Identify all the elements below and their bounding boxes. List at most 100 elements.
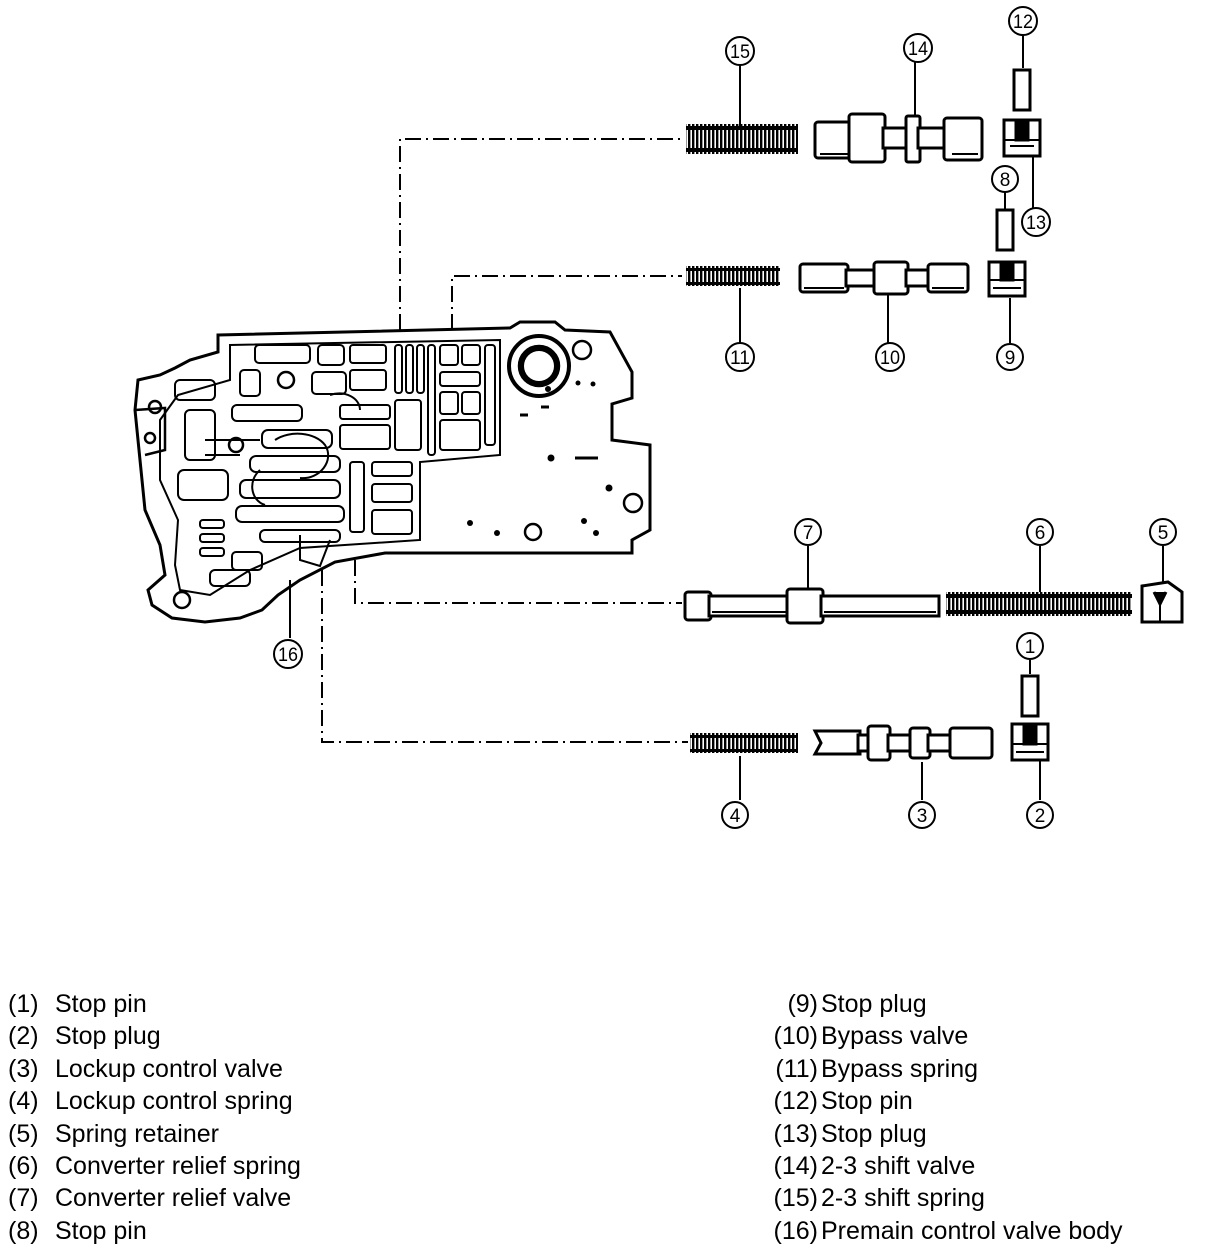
- callout-16: 16: [273, 639, 303, 669]
- legend-label: Premain control valve body: [821, 1216, 1123, 1245]
- valve-7: [683, 587, 941, 625]
- legend-number: (2): [8, 1022, 39, 1051]
- legend-number: (13): [773, 1119, 818, 1148]
- svg-text:6: 6: [1035, 523, 1046, 544]
- legend-number: (4): [8, 1087, 39, 1116]
- callout-15: 15: [725, 36, 755, 66]
- svg-text:3: 3: [917, 806, 928, 827]
- svg-text:2: 2: [1035, 806, 1046, 827]
- legend-item-15: (15)2-3 shift spring: [756, 1182, 1123, 1214]
- leader-lines: [289, 34, 1164, 800]
- svg-text:14: 14: [908, 39, 928, 60]
- legend-label: Converter relief valve: [55, 1184, 292, 1213]
- legend-item-13: (13)Stop plug: [756, 1118, 1123, 1150]
- stop-plug-2: [1010, 722, 1050, 762]
- legend-label: Lockup control spring: [55, 1087, 293, 1116]
- spring-11: [686, 266, 780, 286]
- legend-right-column: (9)Stop plug (10)Bypass valve (11)Bypass…: [756, 988, 1123, 1247]
- svg-text:5: 5: [1158, 523, 1169, 544]
- legend-item-4: (4) Lockup control spring: [8, 1085, 301, 1117]
- legend-number: (12): [773, 1087, 818, 1116]
- legend-item-5: (5) Spring retainer: [8, 1118, 301, 1150]
- legend-item-14: (14)2-3 shift valve: [756, 1150, 1123, 1182]
- svg-text:1: 1: [1025, 637, 1036, 658]
- stop-pin-12: [1012, 68, 1032, 112]
- callout-12: 12: [1008, 6, 1038, 36]
- valve-14: [813, 112, 984, 164]
- callout-7: 7: [794, 518, 822, 546]
- svg-text:9: 9: [1005, 348, 1016, 369]
- legend-number: (6): [8, 1152, 39, 1181]
- callout-5: 5: [1149, 518, 1177, 546]
- legend-number: (1): [8, 990, 39, 1018]
- callout-13: 13: [1021, 207, 1051, 237]
- svg-text:10: 10: [880, 348, 900, 369]
- callout-9: 9: [996, 343, 1024, 371]
- legend-item-11: (11)Bypass spring: [756, 1053, 1123, 1085]
- legend-item-16: (16)Premain control valve body: [756, 1215, 1123, 1247]
- legend-label: Lockup control valve: [55, 1054, 283, 1083]
- callout-10: 10: [875, 342, 905, 372]
- callout-4: 4: [721, 801, 749, 829]
- callout-3: 3: [908, 801, 936, 829]
- callout-2: 2: [1026, 801, 1054, 829]
- legend-number: (3): [8, 1054, 39, 1083]
- svg-text:15: 15: [730, 42, 750, 63]
- valve-body-channels: [174, 344, 496, 587]
- legend-number: (16): [773, 1216, 818, 1245]
- svg-text:16: 16: [278, 645, 298, 666]
- svg-text:4: 4: [730, 806, 741, 827]
- legend-label: Converter relief spring: [55, 1152, 301, 1181]
- legend-label: Stop pin: [55, 1216, 147, 1245]
- legend-number: (10): [773, 1022, 818, 1051]
- legend-label: 2-3 shift spring: [821, 1184, 985, 1213]
- legend-number: (8): [8, 1216, 39, 1245]
- callout-14: 14: [903, 33, 933, 63]
- stop-pin-1: [1020, 674, 1040, 718]
- legend-label: Stop plug: [821, 990, 927, 1018]
- spring-15: [686, 124, 798, 154]
- legend-label: Bypass spring: [821, 1054, 979, 1083]
- valve-10: [798, 260, 970, 296]
- callout-6: 6: [1026, 518, 1054, 546]
- legend-number: (9): [787, 990, 818, 1018]
- legend-item-9: (9)Stop plug: [756, 988, 1123, 1020]
- stop-plug-9: [987, 260, 1027, 298]
- legend-label: Stop pin: [821, 1087, 913, 1116]
- legend-label: Stop pin: [55, 990, 147, 1018]
- legend-number: (14): [773, 1152, 818, 1181]
- legend-item-10: (10)Bypass valve: [756, 1020, 1123, 1052]
- svg-text:7: 7: [803, 523, 814, 544]
- legend-number: (15): [773, 1184, 818, 1213]
- legend-item-6: (6) Converter relief spring: [8, 1150, 301, 1182]
- legend-number: (5): [8, 1119, 39, 1148]
- legend-item-7: (7) Converter relief valve: [8, 1182, 301, 1214]
- legend-label: 2-3 shift valve: [821, 1152, 976, 1181]
- legend-item-2: (2) Stop plug: [8, 1020, 301, 1052]
- legend-left-column: (1) Stop pin (2) Stop plug (3) Lockup contr…: [8, 988, 301, 1247]
- legend-item-3: (3) Lockup control valve: [8, 1053, 301, 1085]
- premain-control-valve-body: [133, 320, 652, 624]
- legend-number: (11): [775, 1054, 818, 1083]
- svg-text:12: 12: [1013, 12, 1033, 33]
- legend-label: Bypass valve: [821, 1022, 969, 1051]
- exploded-view-diagram: 1 2 3 4 5 6 7 8 9 10 11 12 13 14 15 16: [133, 6, 1184, 829]
- legend-item-12: (12)Stop pin: [756, 1085, 1123, 1117]
- legend-label: Stop plug: [821, 1119, 927, 1148]
- valve-3: [812, 724, 994, 762]
- callout-8: 8: [991, 165, 1019, 193]
- legend-item-8: (8) Stop pin: [8, 1215, 301, 1247]
- legend-label: Spring retainer: [55, 1119, 219, 1148]
- stop-pin-8: [995, 208, 1015, 252]
- spring-6: [946, 592, 1132, 616]
- legend-item-1: (1) Stop pin: [8, 988, 301, 1020]
- spring-retainer-5: [1140, 580, 1184, 624]
- svg-text:8: 8: [1000, 170, 1011, 191]
- svg-text:13: 13: [1026, 213, 1046, 234]
- legend-label: Stop plug: [55, 1022, 161, 1051]
- spring-4: [690, 733, 798, 753]
- svg-text:11: 11: [730, 348, 750, 369]
- callout-1: 1: [1016, 632, 1044, 660]
- stop-plug-13: [1002, 118, 1042, 158]
- legend-number: (7): [8, 1184, 39, 1213]
